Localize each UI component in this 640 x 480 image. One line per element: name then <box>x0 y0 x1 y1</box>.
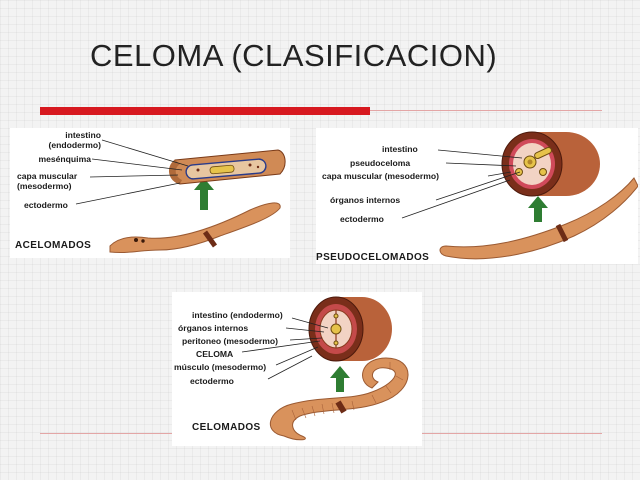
label-intestino-endodermo: intestino (endodermo) <box>48 130 101 150</box>
title-divider-line <box>370 110 602 111</box>
caption-pseudocelomados: PSEUDOCELOMADOS <box>316 252 430 263</box>
title-accent-bar <box>40 107 370 115</box>
page-title: CELOMA (CLASIFICACION) <box>90 38 498 73</box>
label-ectodermo: ectodermo <box>190 376 234 386</box>
earthworm-clitellum <box>335 400 347 414</box>
roundworm-band <box>555 223 569 243</box>
label-organos-internos: órganos internos <box>178 323 249 333</box>
pseudocelomados-illustration <box>401 131 638 260</box>
panel-pseudocelomados: intestino pseudoceloma capa muscular (me… <box>316 128 638 264</box>
up-arrow <box>194 178 214 210</box>
up-arrow <box>330 366 350 392</box>
label-capa-muscular: capa muscular (mesodermo) <box>17 171 78 191</box>
label-celoma: CELOMA <box>196 349 234 359</box>
label-ectodermo: ectodermo <box>24 200 68 210</box>
label-intestino: intestino <box>382 144 418 154</box>
up-arrow <box>528 196 548 222</box>
flatworm-body <box>109 202 281 254</box>
flatworm-eye <box>141 239 145 243</box>
label-peritoneo: peritoneo (mesodermo) <box>182 336 278 346</box>
caption-celomados: CELOMADOS <box>192 422 261 433</box>
label-intestino-endodermo: intestino (endodermo) <box>192 310 283 320</box>
acelomado-intestino <box>209 164 235 175</box>
celomado-intestino <box>330 323 342 335</box>
label-pseudoceloma: pseudoceloma <box>350 158 411 168</box>
label-mesenquima: mesénquima <box>38 154 91 164</box>
flatworm-band <box>202 230 218 248</box>
panel-celomados: intestino (endodermo) órganos internos p… <box>172 292 422 446</box>
flatworm-eye <box>134 238 138 242</box>
roundworm-body <box>439 177 638 260</box>
label-ectodermo: ectodermo <box>340 214 384 224</box>
label-musculo: músculo (mesodermo) <box>174 362 267 372</box>
panel-acelomados: intestino (endodermo) mesénquima capa mu… <box>10 128 290 258</box>
celomados-illustration <box>241 296 409 441</box>
earthworm-body <box>269 357 409 441</box>
label-capa-muscular-mesodermo: capa muscular (mesodermo) <box>322 171 440 181</box>
label-organos-internos: órganos internos <box>330 195 401 205</box>
caption-acelomados: ACELOMADOS <box>15 240 92 251</box>
acelomado-section-face <box>168 160 182 184</box>
acelomados-illustration <box>75 139 286 254</box>
